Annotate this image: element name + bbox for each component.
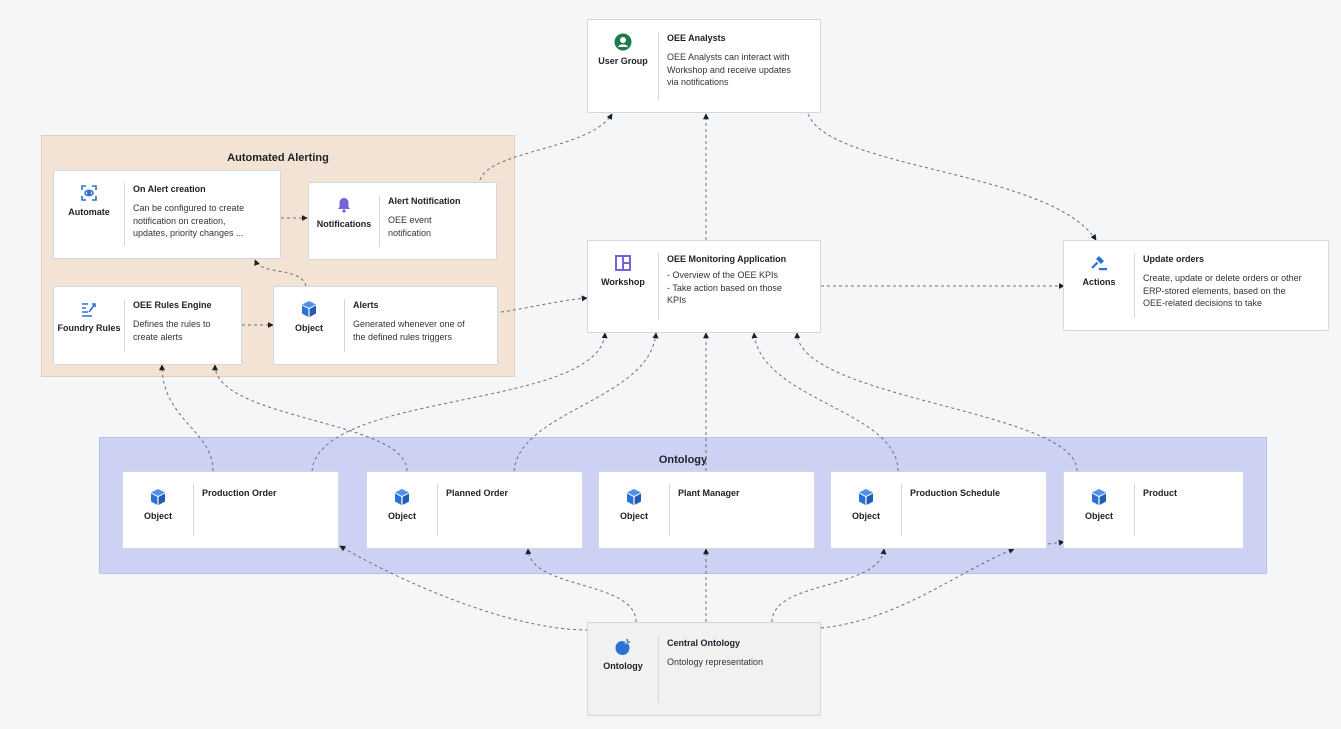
divider [344, 299, 345, 352]
node-kind: Object [143, 511, 172, 521]
node-description: Create, update or delete orders or other… [1143, 273, 1302, 308]
node-kind: Ontology [603, 661, 643, 671]
edge-analysts-actions [807, 113, 1097, 241]
node-kind: User Group [598, 56, 648, 66]
node-planned-order[interactable]: Object Planned Order [366, 471, 583, 549]
automate-icon [79, 183, 99, 203]
node-alerts[interactable]: Object Alerts Generated whenever one of … [273, 286, 498, 365]
cube-icon [392, 487, 412, 507]
divider [1134, 484, 1135, 536]
rules-icon [79, 299, 99, 319]
node-description: Ontology representation [667, 657, 764, 667]
node-description: OEE event notification [388, 215, 432, 238]
cube-icon [624, 487, 644, 507]
node-title: OEE Rules Engine [133, 300, 212, 310]
node-kind: Actions [1082, 277, 1116, 287]
user-group-icon [613, 32, 633, 52]
node-rules-engine[interactable]: Foundry Rules OEE Rules Engine Defines t… [53, 286, 242, 365]
node-product[interactable]: Object Product [1063, 471, 1244, 549]
divider [379, 195, 380, 247]
node-kind: Object [294, 323, 323, 333]
node-title: Plant Manager [678, 488, 740, 498]
divider [669, 484, 670, 536]
node-kind: Object [387, 511, 416, 521]
node-title: Update orders [1143, 254, 1205, 264]
divider [1134, 253, 1135, 318]
node-title: Product [1143, 488, 1178, 498]
node-alert-notification[interactable]: Notifications Alert Notification OEE eve… [308, 182, 497, 260]
node-kind: Object [619, 511, 648, 521]
divider [658, 253, 659, 320]
workshop-icon [613, 253, 633, 273]
node-title: Alert Notification [388, 196, 461, 206]
node-title: OEE Monitoring Application [667, 254, 787, 264]
node-monitoring-application[interactable]: Workshop OEE Monitoring Application - Ov… [587, 240, 821, 333]
divider [658, 32, 659, 100]
node-oee-analysts[interactable]: User Group OEE Analysts OEE Analysts can… [587, 19, 821, 113]
node-kind: Object [851, 511, 880, 521]
divider [437, 484, 438, 536]
node-kind: Object [1084, 511, 1113, 521]
node-title: Alerts [353, 300, 379, 310]
divider [124, 183, 125, 246]
divider [193, 484, 194, 536]
node-description: Generated whenever one of the defined ru… [353, 319, 465, 342]
bell-icon [334, 195, 354, 215]
node-production-order[interactable]: Object Production Order [122, 471, 339, 549]
group-title: Ontology [658, 454, 708, 466]
node-on-alert-creation[interactable]: Automate On Alert creation Can be config… [53, 170, 281, 259]
action-icon [1089, 253, 1109, 273]
node-description: OEE Analysts can interact with Workshop … [667, 52, 791, 87]
node-title: On Alert creation [133, 184, 206, 194]
node-update-orders[interactable]: Actions Update orders Create, update or … [1063, 240, 1329, 331]
node-title: OEE Analysts [667, 33, 726, 43]
cube-icon [1089, 487, 1109, 507]
cube-icon [299, 299, 319, 319]
group-title: Automated Alerting [227, 152, 329, 164]
node-description: Defines the rules to create alerts [133, 319, 211, 342]
node-kind: Workshop [601, 277, 645, 287]
node-title: Central Ontology [667, 638, 741, 648]
divider [901, 484, 902, 536]
divider [124, 299, 125, 352]
node-kind: Automate [68, 207, 110, 217]
node-kind: Foundry Rules [57, 323, 121, 333]
ontology-icon [613, 637, 633, 657]
node-title: Production Schedule [910, 488, 1001, 498]
node-plant-manager[interactable]: Object Plant Manager [598, 471, 815, 549]
node-title: Production Order [202, 488, 277, 498]
cube-icon [856, 487, 876, 507]
node-title: Planned Order [446, 488, 509, 498]
node-description: Can be configured to create notification… [133, 203, 245, 238]
node-production-schedule[interactable]: Object Production Schedule [830, 471, 1047, 549]
node-description: - Overview of the OEE KPIs - Take action… [667, 270, 782, 305]
node-kind: Notifications [316, 219, 372, 229]
cube-icon [148, 487, 168, 507]
node-central-ontology[interactable]: Ontology Central Ontology Ontology repre… [587, 622, 821, 716]
divider [658, 635, 659, 703]
